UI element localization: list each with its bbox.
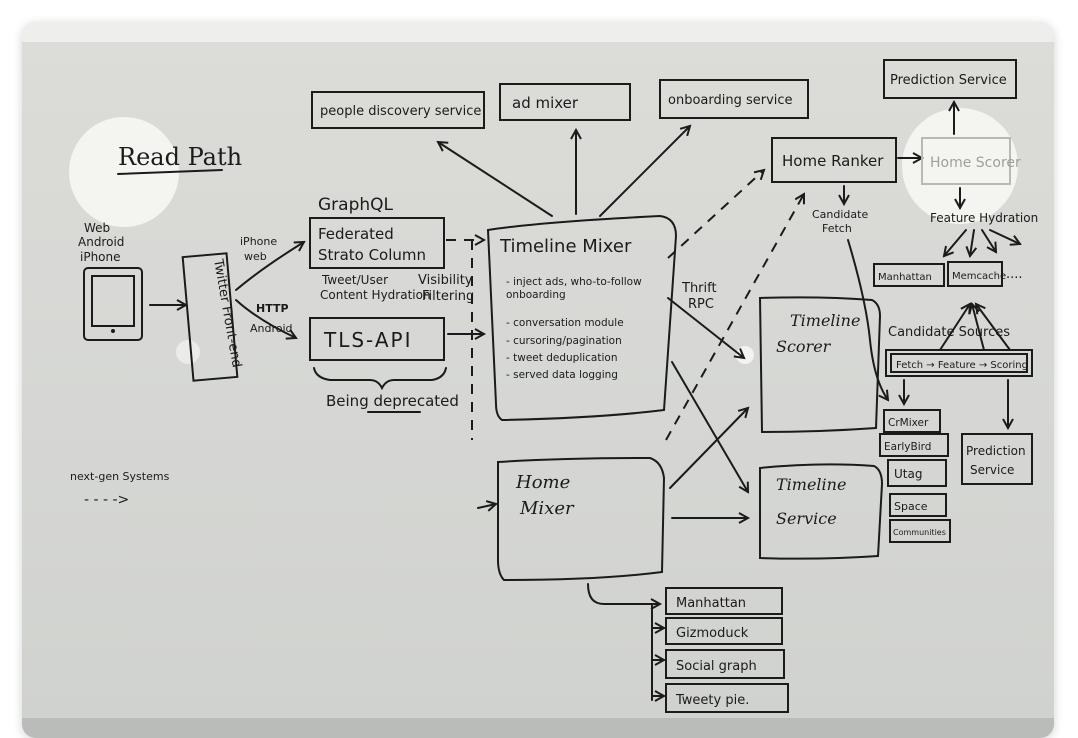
dep-gizmoduck-box	[665, 617, 783, 645]
timeline-mixer-title: Timeline Mixer	[499, 236, 632, 257]
mixer-to-scorer-arrow	[667, 297, 744, 358]
source-crmixer-label: CrMixer	[888, 417, 929, 429]
whiteboard-bottom-edge	[22, 718, 1054, 738]
glare-spot	[176, 340, 200, 364]
twitter-frontend-box	[181, 252, 239, 382]
home-mixer-to-home-ranker-dash	[665, 194, 804, 441]
graphql-label: GraphQL	[318, 195, 394, 215]
candidate-fetch-curve	[847, 239, 888, 400]
frontend-to-tls-arrow	[235, 299, 296, 338]
tls-api-box	[309, 317, 445, 361]
dep-manhattan-label: Manhattan	[676, 596, 746, 611]
hydration-branch	[970, 229, 974, 256]
feature-hydration-label: Feature Hydration	[930, 211, 1038, 225]
legend-label: next-gen Systems	[70, 470, 170, 483]
dep-gizmoduck-label: Gizmoduck	[676, 626, 749, 641]
pipeline-up-arrow	[939, 304, 970, 351]
visibility-filtering-label: Visibility Filtering	[418, 273, 477, 304]
hydration-memcache-label: Memcache	[952, 271, 1006, 282]
mixer-to-people-discovery-arrow	[438, 142, 553, 217]
prediction-service-top-label: Prediction Service	[890, 73, 1007, 88]
mixer-to-home-ranker-dash	[667, 170, 764, 259]
home-ranker-box	[771, 137, 897, 183]
federated-strato-box	[309, 217, 445, 269]
pipeline-up-arrow	[976, 304, 1011, 351]
federated-strato-label: Federated Strato Column	[318, 225, 426, 264]
source-earlybird-box	[879, 433, 949, 457]
hydration-memcache-box	[947, 261, 1003, 287]
onboarding-service-label: onboarding service	[668, 93, 793, 108]
home-mixer-deps-arrow	[587, 583, 660, 604]
people-discovery-label: people discovery service	[320, 104, 481, 119]
ad-mixer-box	[499, 83, 631, 121]
prediction-service-top-box	[883, 59, 1017, 99]
glare-spot	[69, 117, 179, 227]
source-space-label: Space	[894, 500, 928, 513]
source-earlybird-label: EarlyBird	[884, 441, 931, 453]
home-scorer-box	[921, 137, 1011, 185]
http-edge-label: HTTP	[256, 302, 289, 315]
home-mixer-label: Home Mixer	[515, 472, 576, 519]
title-underline	[117, 169, 223, 175]
pipeline-label: Fetch → Feature → Scoring	[896, 360, 1028, 371]
timeline-scorer-label: Timeline Scorer	[776, 311, 866, 356]
dep-tweetypie-box	[665, 683, 789, 713]
dep-social-graph-box	[665, 649, 785, 679]
deprecated-note: Being deprecated	[326, 392, 459, 410]
dep-tweetypie-label: Tweety pie.	[675, 693, 749, 708]
source-communities-label: Communities	[893, 528, 946, 537]
home-ranker-label: Home Ranker	[782, 152, 884, 170]
phone-screen	[91, 275, 135, 327]
iphone-web-edge-label: iPhone web	[240, 235, 281, 263]
thrift-rpc-label: Thrift RPC	[681, 281, 721, 312]
prediction-service-right-box	[961, 433, 1033, 485]
hydration-branch	[981, 229, 996, 252]
content-hydration-label: Tweet/User Content Hydration	[320, 273, 431, 302]
home-scorer-label: Home Scorer	[930, 155, 1021, 171]
pipeline-up-arrow	[972, 304, 985, 351]
prediction-service-right-label: Prediction Service	[966, 444, 1029, 477]
pipeline-inner-box	[890, 353, 1028, 373]
pipeline-box	[885, 349, 1033, 377]
timeline-mixer-box	[486, 214, 678, 422]
timeline-service-label: Timeline Service	[776, 475, 852, 528]
phone-home-button	[111, 329, 115, 333]
source-utag-box	[887, 459, 947, 487]
diagram-title: Read Path	[118, 143, 242, 171]
twitter-frontend-label: Twitter Front-end	[210, 257, 244, 369]
source-utag-label: Utag	[894, 467, 922, 481]
tls-brace	[313, 367, 447, 391]
hydration-branch	[944, 229, 967, 256]
to-home-mixer-arrow	[477, 504, 496, 508]
frontend-to-graphql-arrow	[235, 242, 304, 291]
hydration-manhattan-label: Manhattan	[878, 272, 932, 283]
timeline-scorer-box	[758, 296, 882, 434]
dep-manhattan-box	[665, 587, 783, 615]
whiteboard-top-edge	[22, 22, 1054, 42]
mixer-to-timeline-service-arrow	[671, 361, 748, 492]
people-discovery-box	[311, 91, 485, 129]
hydration-manhattan-box	[873, 263, 945, 287]
source-space-box	[889, 493, 947, 517]
home-mixer-to-scorer-arrow	[669, 408, 748, 489]
source-crmixer-box	[883, 409, 941, 433]
timeline-mixer-items: - inject ads, who-to-follow onboarding -…	[506, 276, 645, 381]
mixer-to-onboarding-arrow	[599, 126, 690, 217]
tls-api-label: TLS-API	[323, 328, 412, 352]
clients-label: Web Android iPhone	[78, 221, 128, 264]
hydration-branch	[989, 229, 1020, 244]
dep-social-graph-label: Social graph	[676, 659, 757, 674]
phone-icon	[83, 267, 143, 341]
android-edge-label: Android	[250, 322, 293, 335]
timeline-service-box	[759, 463, 884, 560]
ad-mixer-label: ad mixer	[512, 94, 579, 112]
home-mixer-box	[497, 456, 666, 582]
source-communities-box	[889, 519, 951, 543]
hydration-more-label: ....	[1006, 267, 1023, 282]
candidate-fetch-note: Candidate Fetch	[812, 208, 872, 235]
onboarding-service-box	[659, 79, 809, 119]
legend-symbol: - - - ->	[84, 492, 129, 508]
